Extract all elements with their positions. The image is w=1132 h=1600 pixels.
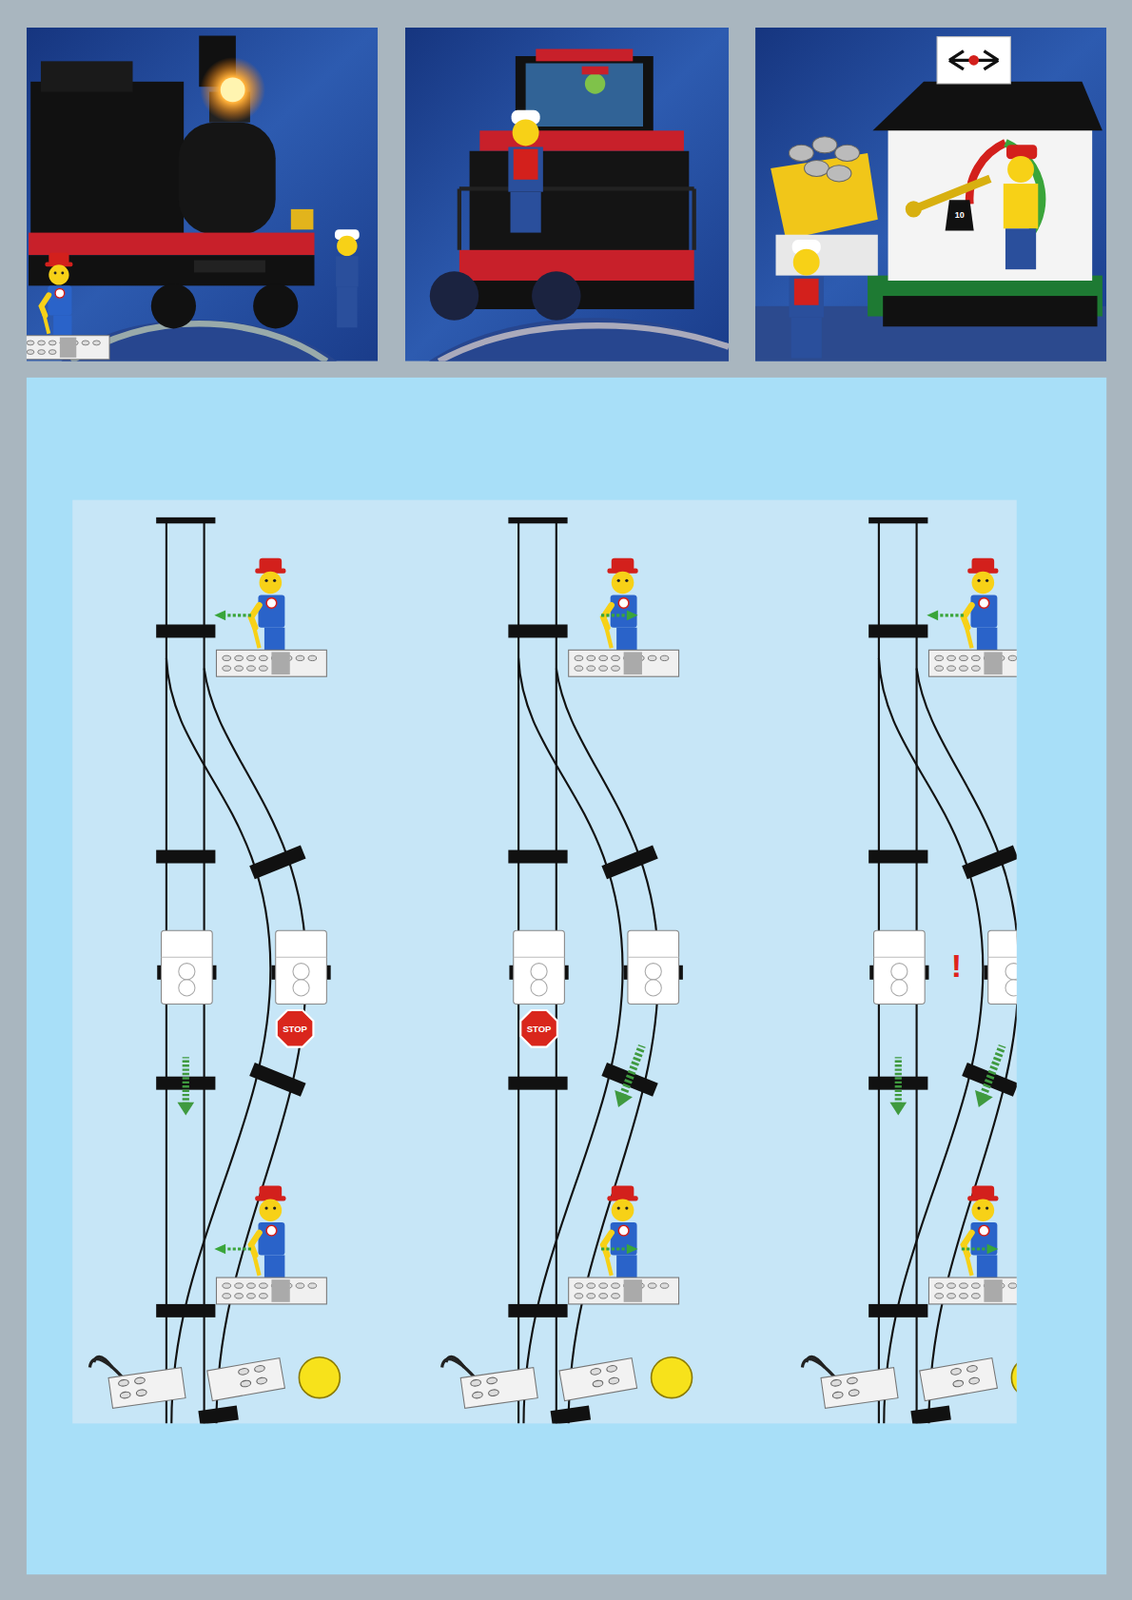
photo-signal-house-part-part: [1005, 228, 1036, 270]
photo-locomotive-part: [28, 254, 314, 286]
switch-curved-part: [520, 1010, 558, 1048]
switch-straight-part: [276, 1010, 314, 1048]
photo-signal-house-part-part: [812, 136, 838, 154]
photo-diesel: [405, 27, 729, 362]
photo-signal-house-part-part: [794, 278, 820, 306]
photo-locomotive-part: [194, 260, 266, 274]
photo-diesel-part-part: [507, 146, 543, 192]
photo-signal-house-part: [788, 136, 859, 182]
switch-conflict-part: [801, 517, 1016, 1425]
photo-signal-house-part: [882, 295, 1097, 327]
switch-straight-part: [89, 517, 331, 1425]
photo-locomotive-part: [291, 209, 314, 230]
switch-straight-part: [214, 1244, 254, 1255]
photo-signal-house-part: [968, 55, 979, 66]
switch-conflict-part: [926, 609, 966, 621]
photo-diesel-part: [531, 271, 582, 320]
photo-locomotive-part: [151, 283, 196, 329]
photo-signal-house-part-part: [826, 165, 852, 182]
photo-signal-house-part: [872, 81, 1102, 131]
switch-straight-part: [298, 1357, 340, 1399]
photo-locomotive-part: [199, 57, 266, 123]
switch-curved: [442, 517, 693, 1425]
photo-diesel-part: [429, 271, 480, 320]
warning-mark: !: [951, 949, 962, 982]
switch-diagrams: [89, 517, 1016, 1425]
switch-curved-part: [651, 1357, 693, 1399]
photo-signal-house-part: [969, 142, 1006, 204]
switch-conflict-part: [889, 1056, 907, 1115]
photo-diesel-part: [438, 325, 729, 362]
photo-signal-house-part-part: [1007, 156, 1035, 183]
panel-background: [26, 377, 1107, 1575]
photo-locomotive-part: [220, 78, 246, 103]
photo-diesel-part: [582, 66, 609, 76]
switch-straight: [89, 517, 340, 1425]
photo-diesel-part: [429, 317, 729, 362]
photo-diesel-part: [405, 27, 729, 362]
photo-diesel-part: [459, 250, 695, 281]
photo-diesel-part: [459, 188, 695, 250]
photo-locomotive-part: [28, 233, 314, 256]
photo-locomotive-part: [178, 122, 276, 235]
photo-signal-house-part: [1003, 144, 1038, 270]
photo-locomotive-part: [334, 229, 360, 328]
photo-diesel-part: [507, 110, 543, 234]
photo-diesel-part-part: [510, 192, 542, 234]
switch-conflict-part: [969, 1042, 1012, 1112]
photo-locomotive-part: [26, 253, 110, 360]
photo-diesel-part: [585, 73, 606, 94]
photo-locomotive-part: [26, 27, 378, 362]
photo-signal-house-part-part: [788, 276, 823, 318]
photo-locomotive-part-part: [335, 255, 359, 287]
photo-locomotive-part: [253, 283, 298, 329]
photo-signal-house: [755, 27, 1107, 362]
photo-signal-house-part: [776, 234, 879, 276]
switch-straight-part: [214, 609, 254, 621]
photo-diesel-part-part: [512, 119, 540, 147]
switch-conflict-part: [959, 1244, 999, 1255]
photo-signal-house-part-part: [793, 249, 820, 276]
switch-curved-part: [599, 609, 639, 621]
photo-signal-house-part: [755, 27, 1107, 362]
switch-conflict-part: [1011, 1357, 1016, 1399]
photo-signal-house-part-part: [804, 159, 830, 176]
photo-signal-house-part: [770, 153, 879, 240]
switch-straight-part: [176, 1056, 195, 1115]
photo-signal-house-part-part: [791, 317, 822, 359]
photo-signal-house-part: [905, 200, 922, 217]
photo-signal-house-part: [936, 37, 1011, 84]
photo-locomotive-part: [30, 81, 184, 235]
photo-diesel-part: [535, 48, 633, 61]
photo-signal-house-part-part: [1003, 183, 1038, 229]
photo-signal-house-part: [945, 199, 975, 231]
photo-signal-house-part: [888, 127, 1093, 281]
photo-signal-house-part-part: [788, 144, 814, 161]
photo-signal-house-part: [949, 51, 999, 70]
photo-locomotive: [26, 27, 378, 362]
switch-conflict: [801, 517, 1016, 1425]
switch-curved-part: [609, 1042, 652, 1112]
switch-curved-part: [599, 1244, 639, 1255]
photo-diesel-part: [469, 151, 690, 254]
weight-number: 10: [955, 211, 965, 220]
photo-diesel-part-part: [513, 149, 539, 180]
photo-locomotive-part: [40, 60, 134, 92]
switch-curved-part: [442, 517, 684, 1425]
photo-locomotive-part-part: [336, 286, 357, 328]
photo-diesel-part: [526, 63, 644, 128]
photo-signal-house-part-part: [835, 144, 860, 161]
photo-locomotive-part-part: [336, 235, 357, 256]
photo-signal-house-part: [788, 239, 823, 358]
stop-sign-text: STOP: [282, 1024, 308, 1035]
stop-sign-text: STOP: [526, 1024, 552, 1035]
